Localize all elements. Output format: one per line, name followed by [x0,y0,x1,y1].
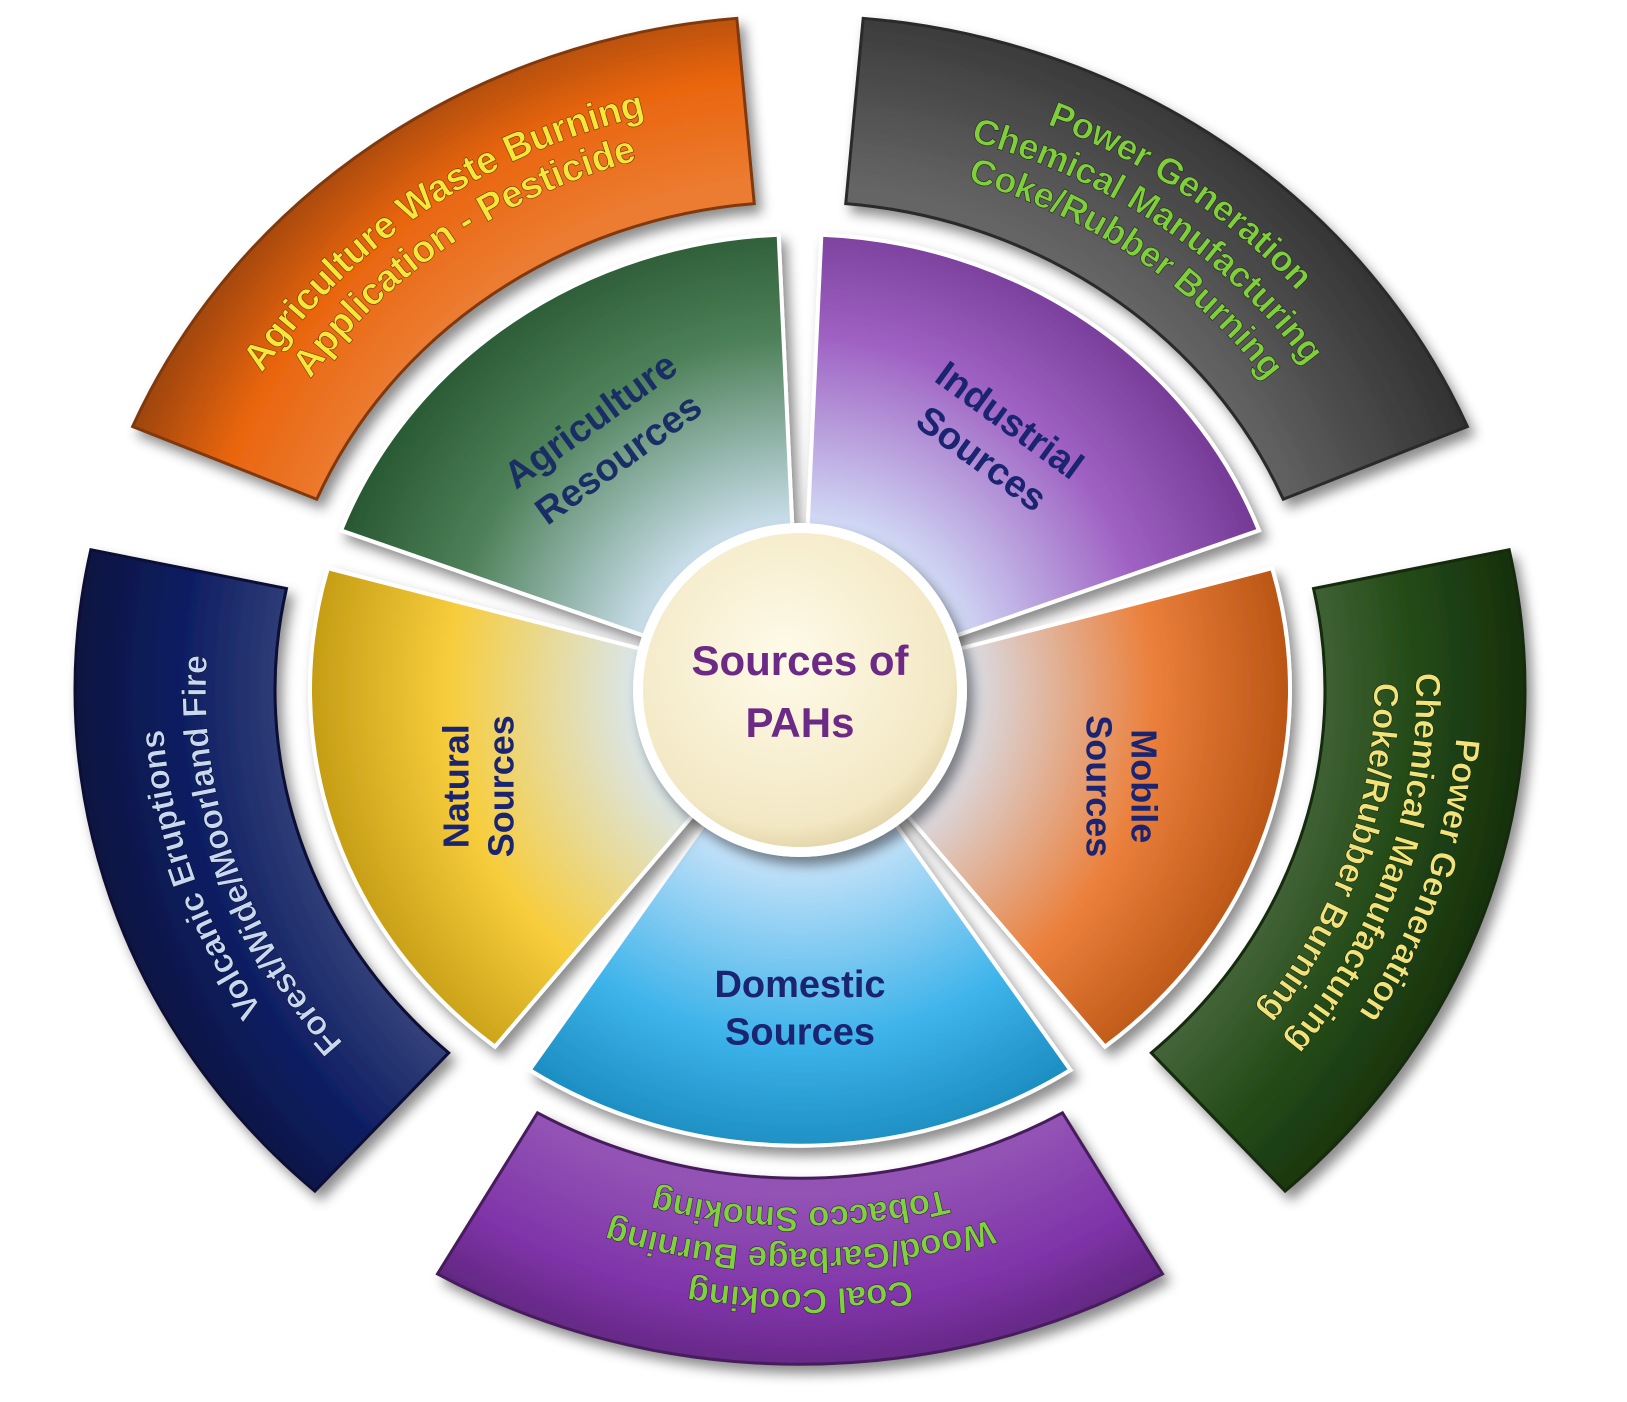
mobile-outer-band [1149,548,1527,1194]
center-hub: Sources of PAHs [633,523,967,857]
natural-inner-text-line-1: Natural [435,724,476,848]
mobile-inner-text-line-1: Mobile [1124,729,1165,843]
domestic-outer-text-line-3: Tobacco Smoking [647,1181,953,1238]
mobile-inner-text-line-2: Sources [1079,715,1120,857]
natural-inner-text-line-2: Sources [480,715,521,857]
domestic-outer-band [435,1110,1165,1366]
natural-outer-band [73,548,451,1194]
domestic-inner-text-line-2: Sources [725,1012,875,1054]
domestic-inner-text-line-1: Domestic [714,964,885,1006]
center-title-line-1: Sources of [691,637,909,684]
industrial-outer-band [844,16,1470,502]
domestic-outer-text-line-1: Coal Cooking [684,1272,915,1320]
agriculture-outer-band [130,16,756,502]
center-hub-circle [633,523,967,857]
center-title-line-2: PAHs [746,699,855,746]
